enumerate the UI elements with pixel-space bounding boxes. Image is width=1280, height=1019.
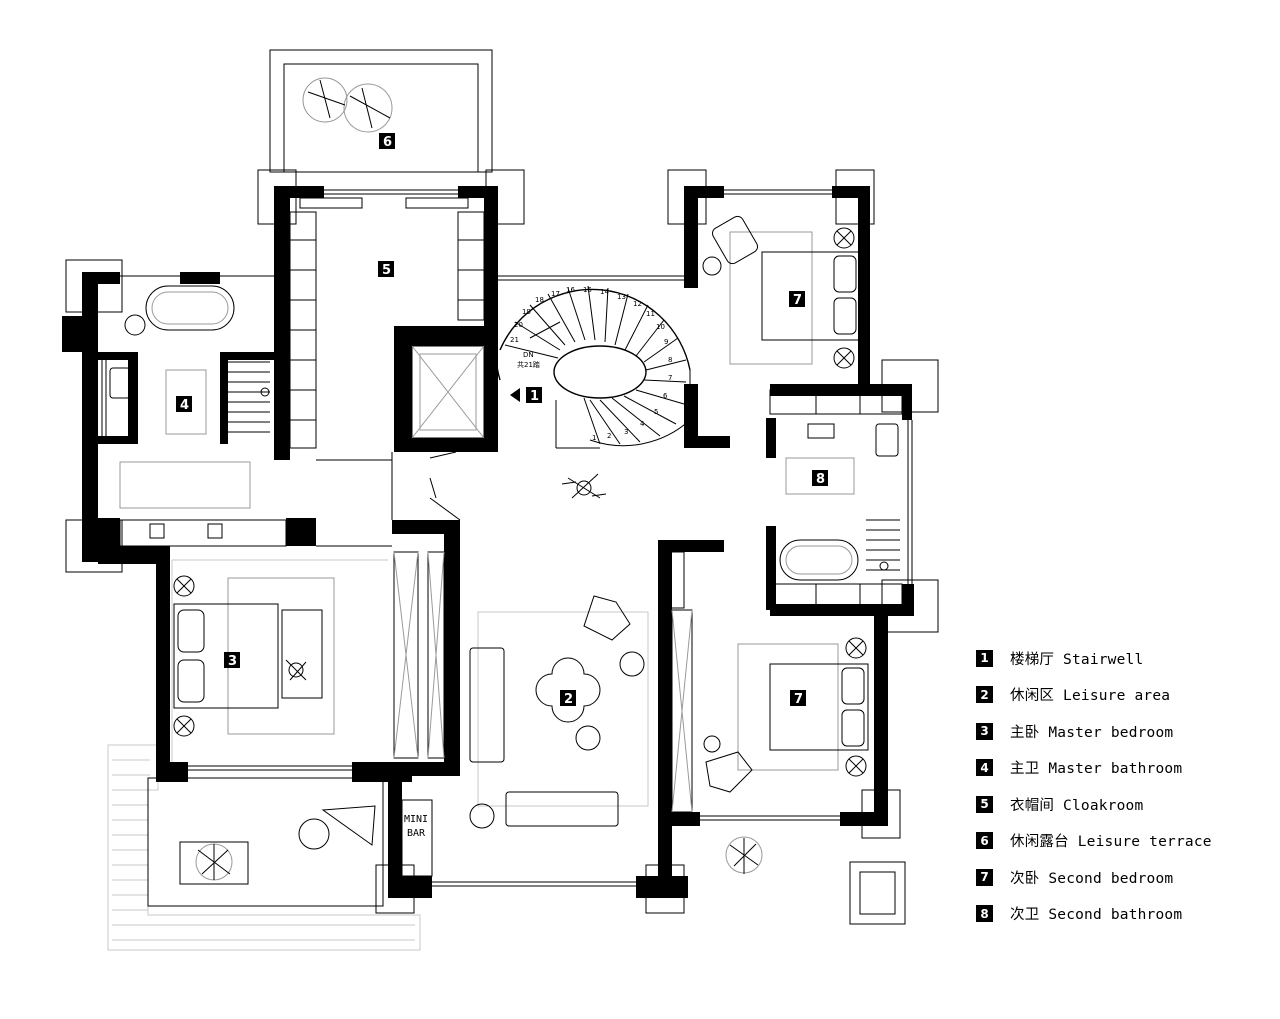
leisure-area-furniture [469, 595, 649, 829]
room-tag-4: 4 [180, 398, 189, 413]
terrace-tree-icon [725, 836, 763, 874]
room-tag-7b: 7 [794, 692, 803, 707]
room-tag-8: 8 [816, 472, 825, 487]
master-bath-fixtures [109, 285, 287, 547]
room-tag: 1 [526, 387, 542, 404]
terrace-tree-icon [302, 77, 393, 133]
legend-item: 3 主卧 Master bedroom [976, 713, 1276, 750]
second-bedroom-bottom-furniture [659, 551, 869, 813]
stair-step-number: 9 [664, 338, 668, 346]
room-tag-6: 6 [383, 135, 392, 150]
legend-number: 8 [976, 905, 993, 923]
stair-step-number: 4 [640, 420, 645, 428]
room-tag: 6 [379, 133, 395, 150]
stair-step-number: 19 [522, 308, 531, 316]
room-tag-2: 2 [564, 692, 573, 707]
room-tag-5: 5 [382, 263, 391, 278]
stair-step-number: 1 [592, 434, 596, 442]
legend-number: 5 [976, 795, 993, 813]
bottom-right-terrace [725, 836, 906, 925]
stair-step-number: 13 [617, 293, 626, 301]
room-tag-7a: 7 [793, 293, 802, 308]
legend-item: 1 楼梯厅 Stairwell [976, 640, 1276, 677]
stair-step-number: 6 [663, 392, 668, 400]
legend-label: 楼梯厅 Stairwell [1010, 651, 1144, 668]
mini-bar-label-line2: BAR [407, 828, 426, 839]
top-terrace [269, 49, 493, 173]
room-tag: 3 [224, 652, 240, 669]
stair-step-number: 20 [514, 321, 523, 329]
cloakroom-closets [289, 197, 485, 449]
room-tag: 5 [378, 261, 394, 278]
room-tag: 8 [812, 470, 828, 487]
room-tag: 7 [790, 690, 806, 707]
stair-step-number: 7 [668, 374, 672, 382]
stair-direction-label: DN [523, 351, 534, 359]
room-tag: 4 [176, 396, 192, 413]
stair-step-number: 2 [607, 432, 611, 440]
roof-tile-pattern [112, 759, 415, 941]
legend-number: 1 [976, 649, 993, 667]
legend-item: 4 主卫 Master bathroom [976, 750, 1276, 787]
legend-item: 6 休闲露台 Leisure terrace [976, 823, 1276, 860]
person-figure-icon [561, 473, 607, 499]
legend-label: 休闲露台 Leisure terrace [1010, 834, 1212, 851]
windows-and-outlines [101, 189, 913, 887]
lift-shaft [411, 345, 485, 439]
stair-step-number: 10 [656, 323, 665, 331]
stair-step-numbers: 21 20 19 18 17 16 15 14 13 12 11 10 9 8 … [510, 286, 672, 442]
stair-step-number: 5 [654, 408, 658, 416]
stair-step-number: 14 [600, 288, 609, 296]
bottom-left-terrace [107, 744, 421, 951]
stair-step-number: 11 [646, 310, 655, 318]
stair-step-number: 3 [624, 428, 628, 436]
second-bedroom-top-furniture [702, 215, 903, 415]
legend-number: 6 [976, 832, 993, 850]
walls [62, 186, 914, 898]
legend-number: 3 [976, 722, 993, 740]
stair-step-number: 18 [535, 296, 544, 304]
room-legend: 1 楼梯厅 Stairwell 2 休闲区 Leisure area 3 主卧 … [976, 640, 1276, 932]
legend-label: 主卧 Master bedroom [1010, 724, 1174, 741]
legend-label: 次卧 Second bedroom [1010, 870, 1174, 887]
second-bath-fixtures [769, 423, 903, 607]
room-tag-1: 1 [530, 389, 539, 404]
floor-plan: DN 共21踏 21 20 19 18 17 16 15 14 13 12 11… [62, 49, 939, 951]
stair-entry-arrow-icon [510, 388, 520, 402]
stair-step-number: 21 [510, 336, 519, 344]
legend-item: 5 衣帽间 Cloakroom [976, 786, 1276, 823]
legend-item: 7 次卧 Second bedroom [976, 859, 1276, 896]
legend-number: 7 [976, 868, 993, 886]
terrace-tree-icon [195, 843, 233, 881]
stair-step-number: 16 [566, 286, 575, 294]
legend-label: 休闲区 Leisure area [1010, 688, 1171, 705]
legend-item: 2 休闲区 Leisure area [976, 677, 1276, 714]
room-tag: 2 [560, 690, 576, 707]
legend-label: 主卫 Master bathroom [1010, 761, 1183, 778]
legend-label: 衣帽间 Cloakroom [1010, 797, 1144, 814]
master-bedroom-furniture [171, 559, 388, 762]
stair-step-number: 12 [633, 300, 642, 308]
room-tag: 7 [789, 291, 805, 308]
spiral-stair: DN 共21踏 21 20 19 18 17 16 15 14 13 12 11… [495, 285, 691, 449]
stair-step-number: 8 [668, 356, 672, 364]
stair-step-number: 17 [551, 290, 560, 298]
corridor-wardrobes: MINI BAR [393, 451, 461, 877]
stair-step-number: 15 [583, 286, 592, 294]
mini-bar-label-line1: MINI [404, 814, 428, 825]
legend-number: 4 [976, 759, 993, 777]
stair-count-label: 共21踏 [517, 360, 540, 369]
legend-item: 8 次卫 Second bathroom [976, 896, 1276, 933]
person-figure-icon [285, 659, 307, 681]
room-tag-3: 3 [228, 654, 237, 669]
legend-label: 次卫 Second bathroom [1010, 907, 1183, 924]
legend-number: 2 [976, 686, 993, 704]
